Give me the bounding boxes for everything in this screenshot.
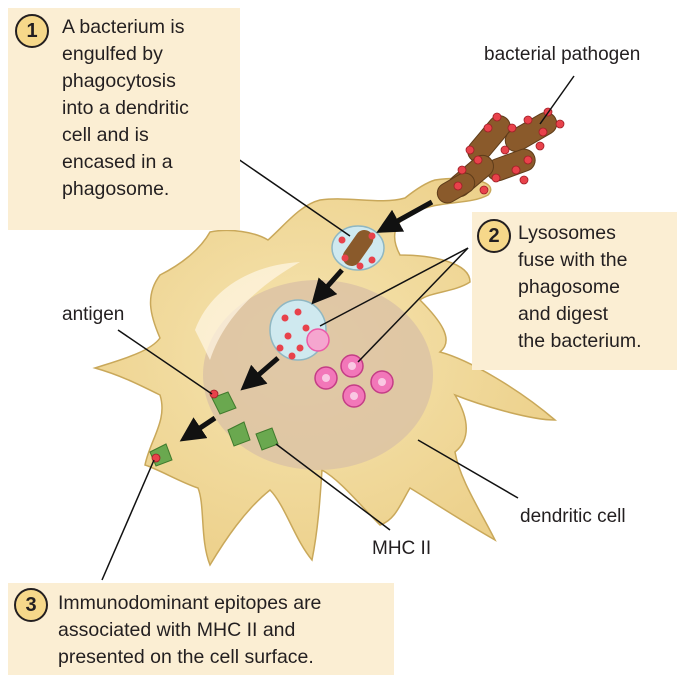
step-3-badge: 3 [14, 588, 48, 622]
step-3-text: Immunodominant epitopes are associated w… [58, 590, 393, 671]
step-1-badge: 1 [15, 14, 49, 48]
mhc-ii-label: MHC II [372, 538, 431, 560]
step-1-text: A bacterium is engulfed by phagocytosis … [62, 14, 237, 203]
phagosome-1 [332, 226, 384, 270]
bacterial-pathogen-cluster [434, 108, 564, 207]
step-2-badge: 2 [477, 219, 511, 253]
step-2-text: Lysosomes fuse with the phagosome and di… [518, 220, 673, 355]
bacterial-pathogen-label: bacterial pathogen [484, 44, 640, 66]
antigen-label: antigen [62, 304, 124, 326]
dendritic-cell-label: dendritic cell [520, 506, 626, 528]
